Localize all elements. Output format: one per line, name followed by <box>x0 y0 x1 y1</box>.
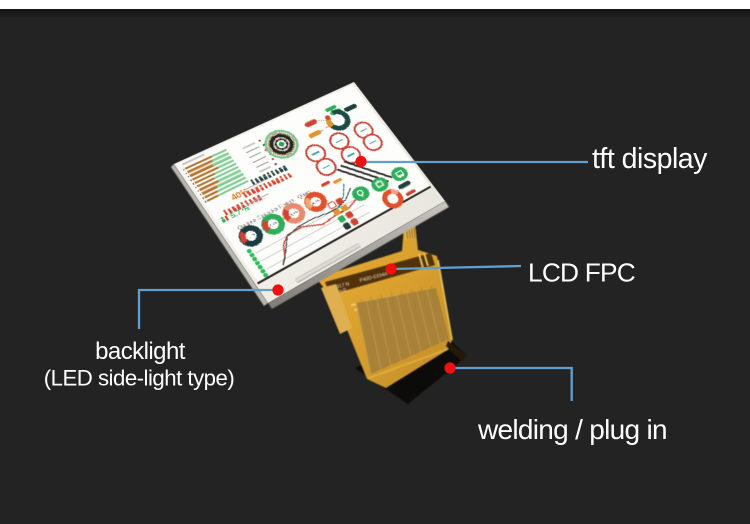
svg-text:4,9%: 4,9% <box>311 198 321 205</box>
svg-text:tft display: tft display <box>592 143 708 175</box>
svg-text:LCD FPC: LCD FPC <box>528 258 635 288</box>
svg-text:0317 N: 0317 N <box>333 281 350 291</box>
svg-text:2,3%: 2,3% <box>268 221 278 228</box>
svg-text:3,8%: 3,8% <box>289 210 299 217</box>
svg-text:1,1%: 1,1% <box>246 232 257 240</box>
svg-text:backlight: backlight <box>95 338 186 365</box>
svg-text:(LED side-light type): (LED side-light type) <box>44 366 235 391</box>
svg-text:welding / plug in: welding / plug in <box>477 414 667 445</box>
svg-text:Rev.0: Rev.0 <box>333 287 347 296</box>
svg-text:Query: Query <box>297 189 314 201</box>
